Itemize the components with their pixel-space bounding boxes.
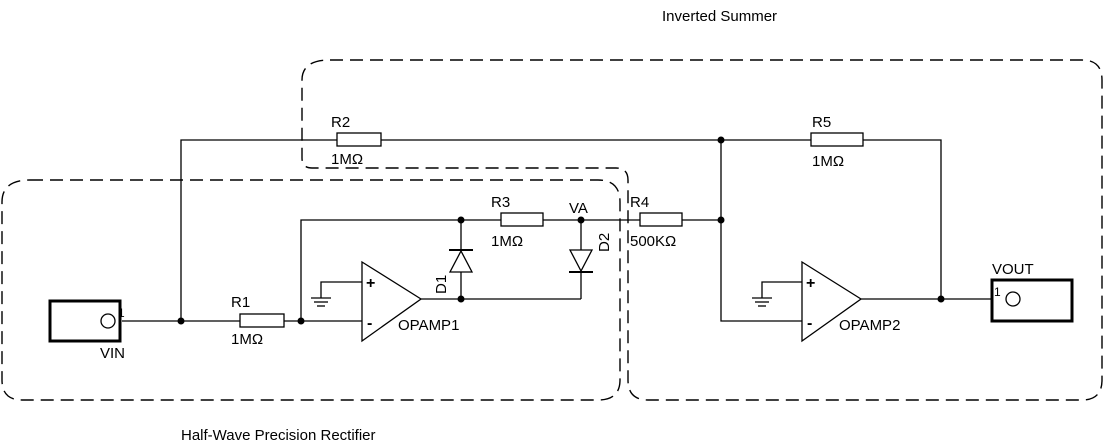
- wires: [122, 139, 996, 322]
- inverted-summer-boundary: [301, 59, 1103, 401]
- title-inverted-summer: Inverted Summer: [662, 8, 777, 25]
- resistor-r2[interactable]: [336, 132, 382, 147]
- opamp1-plus: +: [366, 275, 375, 292]
- opamp1-minus: -: [367, 315, 372, 332]
- opamp1[interactable]: [361, 260, 423, 343]
- vout-pin-number: 1: [994, 285, 1001, 299]
- d1-name: D1: [433, 275, 450, 294]
- r4-value: 500KΩ: [630, 233, 676, 250]
- r4-name: R4: [630, 194, 649, 211]
- opamp2[interactable]: [801, 260, 863, 343]
- ground-symbol-opamp1: [311, 297, 331, 307]
- r1-value: 1MΩ: [231, 331, 263, 348]
- resistor-r3[interactable]: [500, 212, 544, 227]
- rectifier-boundary: [1, 179, 621, 401]
- ground-symbol-opamp2: [752, 297, 772, 307]
- vin-pin-number: 1: [118, 306, 125, 320]
- resistor-r4[interactable]: [639, 212, 683, 227]
- opamp2-plus: +: [806, 275, 815, 292]
- r3-value: 1MΩ: [491, 233, 523, 250]
- r2-name: R2: [331, 114, 350, 131]
- r5-value: 1MΩ: [812, 153, 844, 170]
- junction-dots: [177, 136, 945, 325]
- diode-d2[interactable]: [568, 249, 594, 273]
- opamp1-name: OPAMP1: [398, 317, 459, 334]
- r1-name: R1: [231, 294, 250, 311]
- r5-name: R5: [812, 114, 831, 131]
- opamp2-name: OPAMP2: [839, 317, 900, 334]
- resistor-r5[interactable]: [810, 132, 864, 147]
- vout-connector[interactable]: [990, 278, 1074, 323]
- title-half-wave-rectifier: Half-Wave Precision Rectifier: [181, 427, 376, 444]
- r2-value: 1MΩ: [331, 151, 363, 168]
- vin-connector[interactable]: [48, 299, 122, 343]
- vout-label: VOUT: [992, 261, 1034, 278]
- node-va-label: VA: [569, 200, 588, 217]
- d2-name: D2: [596, 233, 613, 252]
- opamp2-minus: -: [807, 315, 812, 332]
- resistor-r1[interactable]: [239, 313, 285, 328]
- vin-label: VIN: [100, 345, 125, 362]
- r3-name: R3: [491, 194, 510, 211]
- diode-d1[interactable]: [448, 249, 474, 273]
